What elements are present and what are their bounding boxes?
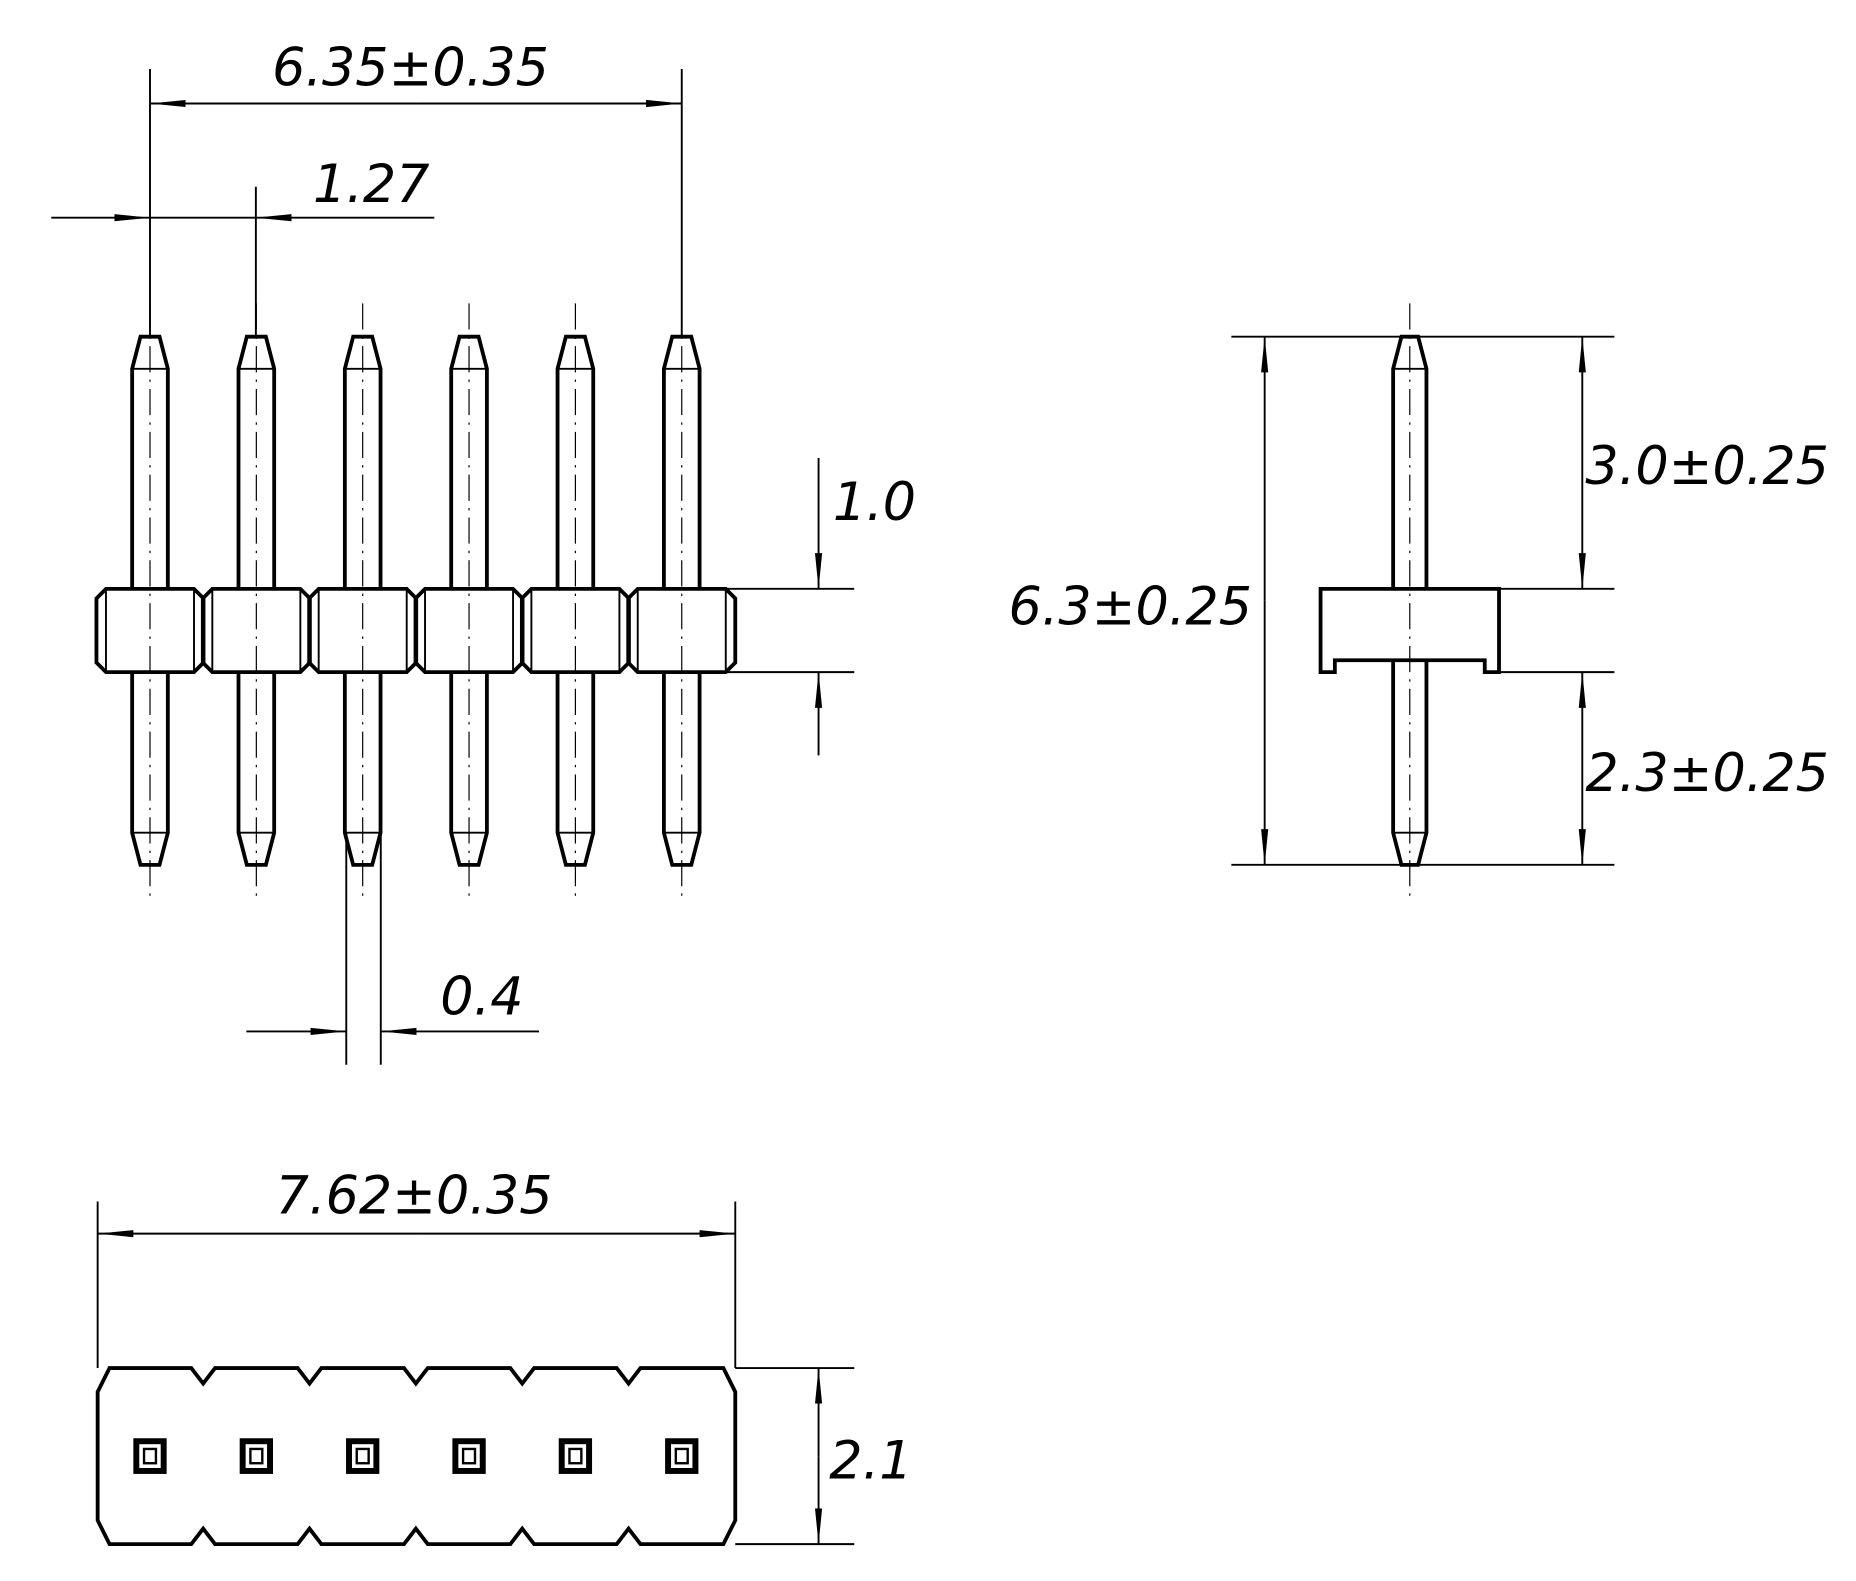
dim-body-width-label: 2.1 [829,1431,912,1492]
dimension-pitch: 1.27 [51,154,435,337]
dim-upper-pin-label: 3.0±0.25 [1585,436,1829,497]
side-view [1318,303,1501,899]
pin-square [346,1438,380,1474]
dim-pitch-label: 1.27 [313,154,430,215]
pin [200,303,312,899]
dimension-overall-span: 6.35±0.35 [149,38,683,337]
pin [307,303,419,899]
pin-square [665,1438,699,1474]
pin [519,303,631,899]
dimension-body-width: 2.1 [735,1367,913,1546]
dim-overall-span-label: 6.35±0.35 [272,38,549,99]
dimension-lower-pin: 2.3±0.25 [1578,672,1829,865]
pin-square [558,1438,593,1474]
pin-square [452,1438,486,1474]
dimension-body-height: 1.0 [725,458,916,756]
dim-total-length-label: 6.3±0.25 [1008,577,1252,638]
pin [626,303,738,899]
pin-square [133,1438,167,1474]
dimension-body-length: 7.62±0.35 [96,1165,737,1369]
dimension-total-length: 6.3±0.25 [1008,335,1615,866]
body-outline [95,1366,738,1547]
front-view [94,303,738,899]
top-view [95,1366,738,1547]
pin-square [239,1438,273,1474]
pin [94,303,206,899]
pin [413,303,525,899]
dim-lower-pin-label: 2.3±0.25 [1585,743,1829,804]
dim-body-height-label: 1.0 [833,472,916,533]
dimension-pin-width: 0.4 [246,832,539,1065]
dim-pin-width-label: 0.4 [440,967,523,1028]
dim-body-length-label: 7.62±0.35 [276,1165,553,1226]
dimension-upper-pin: 3.0±0.25 [1499,336,1829,674]
